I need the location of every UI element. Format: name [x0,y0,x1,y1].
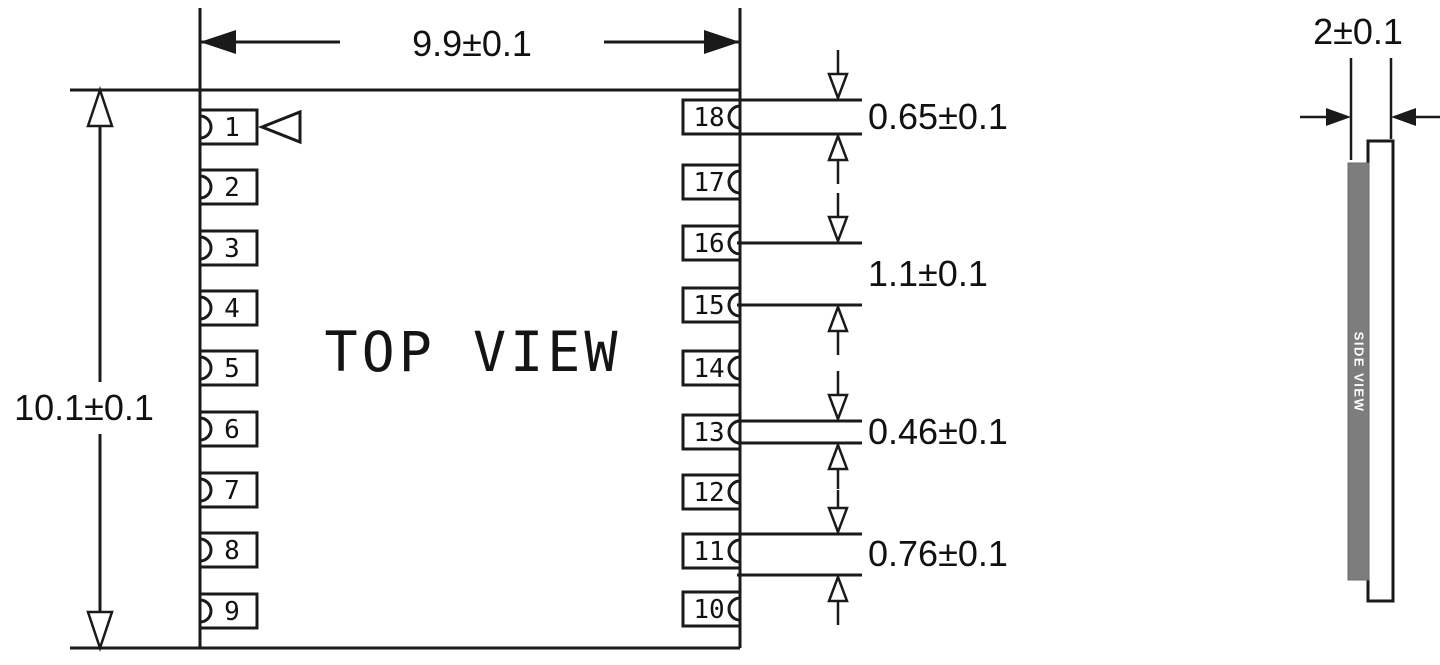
pad-left-4: 4 [198,289,259,327]
pin-label-3: 3 [224,234,240,264]
arrowhead-down-icon [827,215,849,245]
top-view-title: TOP VIEW [325,320,622,384]
pin-label-5: 5 [224,354,240,384]
pin-label-13: 13 [693,418,724,448]
arrowhead-down-icon [827,393,849,423]
pad-left-3: 3 [198,229,259,267]
pad-dimension-0-65: 0.65±0.1 [737,50,1008,184]
pad-left-9: 9 [198,592,259,630]
pad-dim-label-1: 1.1±0.1 [868,253,988,294]
side-view-module-body [1347,162,1370,581]
pin-label-8: 8 [224,536,240,566]
pad-right-12: 12 [681,473,742,511]
pad-right-16: 16 [681,224,742,262]
pad-outline [198,168,259,206]
arrowhead-down-icon [86,610,114,652]
pin-label-15: 15 [693,291,724,321]
width-dim-label: 9.9±0.1 [412,23,532,64]
pad-left-5: 5 [198,349,259,387]
pad-left-8: 8 [198,531,259,569]
pad-right-11: 11 [681,532,742,570]
pad-outline [681,413,742,451]
pad-left-6: 6 [198,410,259,448]
arrowhead-up-icon [86,86,114,128]
label-backing [340,14,604,68]
pad-outline [681,349,742,387]
width-dimension: 9.9±0.1 [200,14,740,68]
pad-right-15: 15 [681,286,742,324]
pad-outline [198,592,259,630]
pin-label-2: 2 [224,173,240,203]
pad-left-1: 1 [198,108,259,146]
pad-right-10: 10 [681,590,742,628]
pad-dimension-0-76: 0.76±0.1 [737,490,1008,625]
pad-outline [681,590,742,628]
pad-right-14: 14 [681,349,742,387]
arrowhead-right-icon [1326,108,1351,126]
pad-left-2: 2 [198,168,259,206]
arrowhead-left-icon [200,30,236,54]
pad-right-18: 18 [681,98,742,136]
pad-dim-label-2: 0.46±0.1 [868,411,1008,452]
height-dimension: 10.1±0.1 [0,86,170,652]
pin-label-6: 6 [224,415,240,445]
pin-label-18: 18 [693,103,724,133]
pad-outline [198,289,259,327]
pad-outline [198,410,259,448]
pin-label-9: 9 [224,597,240,627]
side-view: 2±0.1 SIDE VIEW [1300,11,1440,603]
pin-label-16: 16 [693,229,724,259]
pad-outline [681,473,742,511]
pad-outline [681,532,742,570]
pad-outline [198,349,259,387]
pad-dimension-1-1: 1.1±0.1 [737,193,988,355]
side-view-title: SIDE VIEW [1352,332,1367,413]
pin-label-12: 12 [693,478,724,508]
pad-outline [681,163,742,201]
pad-right-13: 13 [681,413,742,451]
pad-outline [198,108,259,146]
label-backing [0,382,170,434]
pad-right-17: 17 [681,163,742,201]
pad-dim-label-3: 0.76±0.1 [868,533,1008,574]
pin-label-11: 11 [693,537,724,567]
arrowhead-down-icon [827,72,849,102]
arrowhead-up-icon [827,573,849,603]
pin-label-17: 17 [693,168,724,198]
pad-outline [198,229,259,267]
pad-dimension-0-46: 0.46±0.1 [737,371,1008,489]
thickness-dim-label: 2±0.1 [1313,11,1403,52]
side-view-pcb-outline [1366,139,1395,603]
pad-outline [681,224,742,262]
arrowhead-up-icon [827,441,849,471]
pad-outline [681,98,742,136]
top-view: 9.9±0.1 10.1±0.1 TOP VIEW 1 2 [0,8,1008,652]
pad-dim-label-0: 0.65±0.1 [868,96,1008,137]
arrowhead-up-icon [827,132,849,162]
arrowhead-up-icon [827,303,849,333]
pin-label-14: 14 [693,354,724,384]
pad-outline [198,531,259,569]
pad-outline [198,471,259,509]
arrowhead-down-icon [827,506,849,536]
pin-label-1: 1 [224,113,240,143]
arrowhead-left-icon [1391,108,1416,126]
pad-left-7: 7 [198,471,259,509]
pin-label-4: 4 [224,294,240,324]
pin-label-7: 7 [224,476,240,506]
pad-outline [681,286,742,324]
arrowhead-right-icon [704,30,740,54]
pin-label-10: 10 [693,595,724,625]
height-dim-label: 10.1±0.1 [14,387,154,428]
right-pads: 18 17 16 15 14 13 [681,98,742,628]
pin1-marker-icon [257,109,302,145]
left-pads: 1 2 3 4 5 6 7 [198,108,259,630]
